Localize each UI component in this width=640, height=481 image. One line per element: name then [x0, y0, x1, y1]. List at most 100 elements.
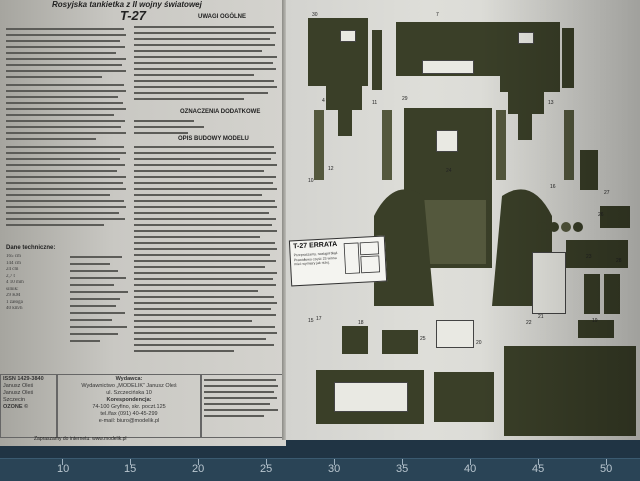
section-heading-specs: Dane techniczne: [6, 245, 56, 251]
text-lines [6, 28, 126, 226]
part-label: 27 [604, 190, 610, 196]
cutout-part [314, 110, 324, 180]
website-text: Zapraszamy do internetu: www.modelik.pl [34, 436, 127, 442]
ruler-tick [470, 459, 471, 465]
ruler-tick [130, 459, 131, 465]
cutout-part [372, 30, 382, 90]
publisher-email: e-mail: biuro@modelik.pl [98, 418, 160, 424]
credit-line: Szczecin [3, 397, 26, 403]
ruler-tick [62, 459, 63, 465]
part-label: 4 [322, 98, 325, 104]
part-label: 25 [420, 336, 426, 342]
part-label: 17 [316, 316, 322, 322]
parts-sheet: 4 7 10 11 12 13 15 16 17 18 19 20 21 22 … [286, 0, 640, 440]
ruler-tick [198, 459, 199, 465]
road-wheels [537, 222, 583, 232]
section-heading-general: UWAGI OGÓLNE [198, 14, 246, 20]
part-label: 10 [308, 178, 314, 184]
text-lines [204, 379, 278, 417]
spec-value: 165 cm [6, 254, 21, 259]
errata-text: Przepraszamy, nastąpił błąd. Prawidłowo … [293, 250, 339, 267]
cutout-hole [422, 60, 474, 74]
publisher-phone: tel./fax (091) 40-45-299 [100, 411, 158, 417]
cutout-part [326, 86, 362, 110]
cutout-part-light [436, 320, 474, 348]
cutout-part [382, 110, 392, 180]
part-label: 26 [598, 212, 604, 218]
section-heading-symbols: OZNACZENIA DODATKOWE [180, 109, 261, 115]
cutout-part [518, 114, 532, 140]
part-label: 29 [402, 96, 408, 102]
part-label: 23 [586, 254, 592, 260]
part-label: 30 [312, 12, 318, 18]
cutout-hole [334, 382, 408, 412]
cutout-hole [436, 130, 458, 152]
instruction-page: Rosyjska tankietka z II wojny światowej … [0, 0, 286, 446]
spec-value: silnik: [6, 286, 19, 292]
cutout-part [578, 320, 614, 338]
cutout-part [584, 274, 600, 314]
errata-slip: T-27 ERRATA Przepraszamy, nastąpił błąd.… [288, 235, 388, 287]
ruler-number: 15 [124, 463, 137, 475]
spec-value: 29 KM [6, 293, 21, 298]
ruler-number: 10 [57, 463, 70, 475]
cutout-part [382, 330, 418, 354]
ruler-tick [402, 459, 403, 465]
spec-value: 2,7 t [6, 273, 15, 279]
section-heading-assembly: OPIS BUDOWY MODELU [178, 136, 249, 142]
publisher-name: Wydawnictwo „MODELIK” Janusz Oleś [81, 383, 177, 389]
ruler-number: 30 [328, 463, 341, 475]
ruler-tick [538, 459, 539, 465]
publisher-box: Wydawca: Wydawnictwo „MODELIK” Janusz Ol… [56, 374, 202, 438]
cutout-part [600, 206, 630, 228]
cutout-part [564, 110, 574, 180]
text-column-specs-desc [70, 254, 130, 368]
errata-diagram [343, 241, 381, 275]
ruler-number: 20 [192, 463, 205, 475]
cutout-hole [340, 30, 356, 42]
ruler-number: 25 [260, 463, 273, 475]
part-label: 19 [592, 318, 598, 324]
ruler-tick [266, 459, 267, 465]
spec-value: 24 cm [6, 267, 19, 272]
cutting-mat-ruler: 10 15 20 25 30 35 40 45 50 [0, 458, 640, 481]
ruler-tick [334, 459, 335, 465]
cutout-part [604, 274, 620, 314]
cutout-part [504, 346, 636, 436]
part-label: 16 [550, 184, 556, 190]
specs-list: 165 cm 144 cm 24 cm 2,7 t 4 10 mm silnik… [6, 254, 66, 313]
cutout-part [338, 110, 352, 136]
cutout-part [508, 92, 544, 114]
fender-part-left [374, 189, 434, 306]
cutout-part [580, 150, 598, 190]
cutout-part [308, 18, 368, 86]
ruler-number: 35 [396, 463, 409, 475]
credit-line: Janusz Oleś [3, 390, 34, 396]
spec-value: 40 km/h [6, 306, 23, 311]
booklet-subtitle: Rosyjska tankietka z II wojny światowej [52, 0, 202, 9]
part-label: 12 [328, 166, 334, 172]
spec-value: 1 załoga [6, 299, 23, 305]
text-column-general-notes [132, 24, 278, 368]
cutout-part [434, 372, 494, 422]
part-label: 7 [436, 12, 439, 18]
publisher-label: Wydawca: [115, 376, 143, 382]
part-label: 21 [538, 314, 544, 320]
correspondence-address: 74-100 Gryfino, skr. poczt.125 [92, 404, 166, 410]
text-column-history [6, 26, 128, 246]
footer-notice-box [200, 374, 284, 438]
part-label: 20 [476, 340, 482, 346]
ruler-number: 40 [464, 463, 477, 475]
ruler-number: 45 [532, 463, 545, 475]
cutout-part [496, 110, 506, 180]
text-lines [134, 26, 277, 352]
part-label: 11 [372, 100, 378, 106]
cutout-hole [518, 32, 534, 44]
ruler-tick [606, 459, 607, 465]
credit-line: OZONE © [3, 404, 29, 410]
publisher-address: ul. Szczecińska 10 [106, 390, 152, 396]
cutout-part [562, 28, 574, 88]
correspondence-label: Korespondencja: [106, 397, 152, 403]
isbn-text: ISSN 1429-3840 [3, 376, 44, 382]
